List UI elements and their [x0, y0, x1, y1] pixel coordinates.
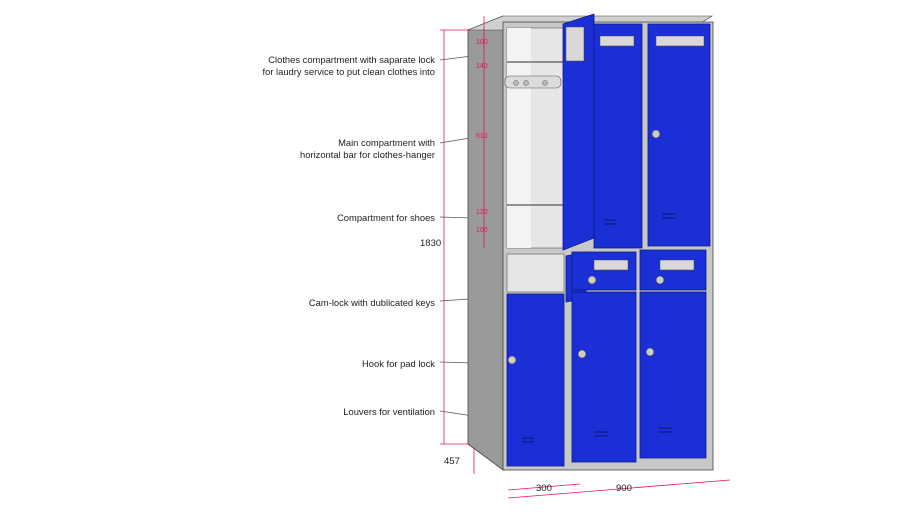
louvers-icon — [522, 437, 534, 443]
dim-total-width: 900 — [616, 483, 632, 494]
door-col3-lower — [639, 291, 707, 459]
callout-padlock-hook: Hook for pad lock — [362, 358, 435, 369]
dim-sub-610: 610 — [476, 133, 488, 140]
callout-clothes-compartment: Clothes compartment with saparate lock f… — [262, 54, 436, 77]
callout-cam-lock: Cam-lock with dublicated keys — [308, 297, 435, 308]
dim-sub-100-bottom: 100 — [476, 227, 488, 234]
callout-shoe-compartment: Compartment for shoes — [337, 212, 435, 223]
dim-sub-120: 120 — [476, 209, 488, 216]
door-col2-mid — [571, 251, 637, 291]
door-col1-lower — [506, 293, 565, 467]
door-col2-upper — [593, 23, 643, 249]
dim-sub-100-top: 100 — [476, 39, 488, 46]
door-col2-lower — [571, 291, 637, 463]
callout-main-compartment: Main compartment with horizontal bar for… — [300, 137, 435, 160]
dimension-lines — [440, 16, 731, 499]
dim-depth: 457 — [444, 456, 460, 467]
side-panel — [467, 15, 504, 471]
dim-sub-140: 140 — [476, 63, 488, 70]
dim-height: 1830 — [420, 238, 441, 249]
hanger-bar — [504, 75, 562, 89]
padlock-hook-icon — [507, 355, 517, 365]
callout-louvers: Louvers for ventilation — [343, 406, 435, 417]
dim-door-width: 300 — [536, 483, 552, 494]
